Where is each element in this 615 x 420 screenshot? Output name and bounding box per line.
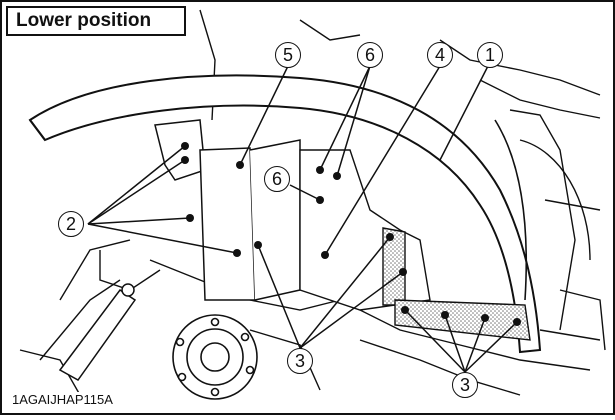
leader-lines (87, 65, 518, 373)
fender (28, 74, 542, 354)
callout-3-middle: 3 (287, 348, 313, 374)
tail-bracket (494, 119, 528, 301)
callout-2: 2 (58, 211, 84, 237)
diagram-title: Lower position (6, 6, 186, 36)
callout-1: 1 (477, 42, 503, 68)
callout-3-right: 3 (452, 372, 478, 398)
shaded-plate-horizontal (394, 299, 531, 341)
callout-4: 4 (427, 42, 453, 68)
callout-6-top: 6 (357, 42, 383, 68)
figure-code: 1AGAIJHAP115A (10, 392, 115, 407)
hydraulic-cylinder (58, 283, 137, 381)
wheel-hub (172, 314, 258, 400)
callout-5: 5 (275, 42, 301, 68)
shaded-plate-vertical (382, 227, 406, 306)
callout-6-side: 6 (264, 166, 290, 192)
